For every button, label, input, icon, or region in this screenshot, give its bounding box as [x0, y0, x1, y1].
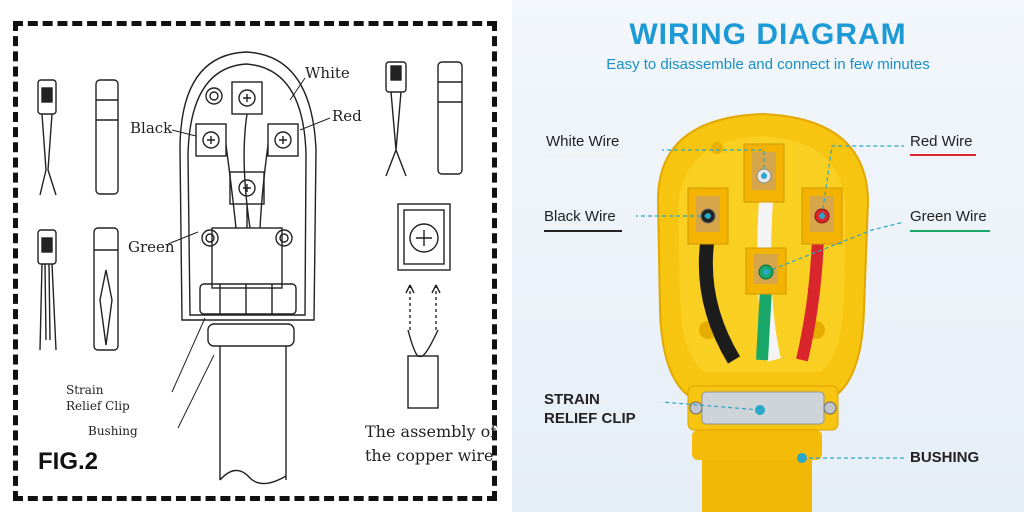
white-wire-label: White Wire	[546, 133, 620, 150]
strain-relief-clip-line1: STRAIN	[544, 391, 600, 408]
green-wire-label: Green Wire	[910, 208, 987, 225]
line-drawing-panel: White Red Black Green Strain Relief Clip…	[13, 21, 497, 501]
terminal-sketch-2	[95, 79, 119, 195]
black-label: Black	[130, 119, 173, 137]
green-wire	[756, 287, 772, 361]
terminal-sketch-3	[37, 229, 57, 351]
copper-wire-assembly-sketch	[397, 203, 451, 409]
terminal-sketch-6	[437, 61, 463, 175]
green-wire-underline	[910, 230, 990, 232]
bushing-label: Bushing	[88, 424, 138, 438]
strain-relief-clip-line2: RELIEF CLIP	[544, 410, 636, 427]
strain-relief-clip-label: STRAIN RELIEF CLIP	[544, 390, 636, 428]
bushing-label-right: BUSHING	[910, 449, 980, 466]
diagram-subtitle: Easy to disassemble and connect in few m…	[606, 56, 930, 73]
assembly-caption-line2: the copper wire	[365, 446, 494, 465]
black-wire-underline	[544, 230, 622, 232]
assembly-caption: The assembly of the copper wire	[365, 420, 496, 468]
strain-relief-label: Strain Relief Clip	[66, 382, 130, 414]
green-label: Green	[128, 238, 175, 256]
plug-body-outline	[179, 51, 317, 485]
bushing-ring	[692, 430, 822, 460]
strain-relief-line2: Relief Clip	[66, 399, 130, 413]
terminal-sketch-4	[93, 227, 119, 351]
red-label: Red	[332, 107, 362, 125]
dashed-frame	[13, 21, 497, 501]
strain-relief-line1: Strain	[66, 383, 104, 397]
plug-line-drawing	[37, 51, 463, 485]
wiring-diagram-panel: WIRING DIAGRAM Easy to disassemble and c…	[512, 0, 1024, 512]
plug-illustration	[636, 112, 905, 512]
red-wire-underline	[910, 154, 976, 156]
black-wire-label: Black Wire	[544, 208, 616, 225]
red-wire	[796, 235, 824, 362]
terminal-sketch-1	[37, 79, 57, 196]
white-label: White	[305, 64, 350, 82]
diagram-title: WIRING DIAGRAM	[629, 18, 907, 51]
figure-label: FIG.2	[38, 448, 99, 475]
assembly-caption-line1: The assembly of	[365, 422, 497, 441]
black-wire	[698, 234, 741, 364]
white-wire-underline	[546, 154, 626, 156]
terminal-sketch-5	[385, 61, 407, 177]
red-wire-label: Red Wire	[910, 133, 973, 150]
